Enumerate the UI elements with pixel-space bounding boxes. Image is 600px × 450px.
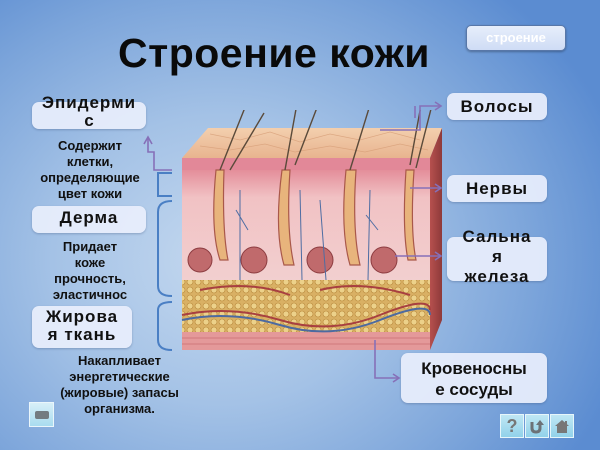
blood-vessels-label[interactable]: Кровеносны е сосуды bbox=[401, 353, 547, 403]
desc-line: эластичнос bbox=[52, 287, 128, 302]
epidermis-label-overflow: с bbox=[84, 111, 94, 130]
desc-line: Содержит bbox=[58, 138, 122, 153]
desc-line: цвет кожи bbox=[57, 186, 123, 201]
page-title: Строение кожи bbox=[118, 30, 430, 76]
desc-line: клетки, bbox=[66, 154, 114, 169]
sebaceous-line-2: я bbox=[492, 247, 502, 266]
hair-label-text: Волосы bbox=[460, 97, 534, 116]
back-button[interactable] bbox=[525, 414, 549, 438]
nerves-label-text: Нервы bbox=[465, 179, 529, 198]
sebaceous-line-3: железа bbox=[464, 267, 530, 286]
house-icon bbox=[555, 420, 569, 433]
dermis-label-text: Дерма bbox=[59, 208, 119, 227]
fat-tissue-label[interactable]: Жирова я ткань bbox=[32, 306, 132, 348]
sebaceous-line-1: Сальна bbox=[462, 227, 532, 246]
desc-line: (жировые) запасы bbox=[60, 385, 179, 400]
skin-cross-section-image bbox=[181, 110, 442, 350]
fat-tissue-description: Накапливает энергетические (жировые) зап… bbox=[52, 353, 187, 417]
blood-vessels-line-1: Кровеносны bbox=[421, 359, 527, 378]
help-button[interactable]: ? bbox=[500, 414, 524, 438]
fat-tissue-label-overflow: я ткань bbox=[47, 325, 117, 344]
desc-line: Накапливает bbox=[78, 353, 161, 368]
video-button[interactable] bbox=[29, 402, 54, 427]
sebaceous-gland-label[interactable]: Сальна я железа bbox=[447, 228, 547, 286]
desc-line: организма. bbox=[84, 401, 155, 416]
hair-label[interactable]: Волосы bbox=[447, 93, 547, 120]
blood-vessels-line-2: е сосуды bbox=[435, 380, 513, 399]
desc-line: энергетические bbox=[69, 369, 170, 384]
question-icon: ? bbox=[506, 415, 518, 436]
epidermis-label[interactable]: Эпидерми с bbox=[32, 94, 146, 130]
structure-button[interactable]: строение bbox=[466, 25, 566, 51]
epidermis-label-text: Эпидерми bbox=[41, 93, 137, 112]
home-button[interactable] bbox=[550, 414, 574, 438]
dermis-label[interactable]: Дерма bbox=[32, 206, 146, 233]
video-icon bbox=[34, 410, 49, 419]
dermis-description: Придает коже прочность, эластичнос bbox=[40, 239, 140, 303]
desc-line: коже bbox=[74, 255, 106, 270]
epidermis-description: Содержит клетки, определяющие цвет кожи bbox=[28, 138, 152, 202]
fat-tissue-label-text: Жирова bbox=[45, 307, 119, 326]
desc-line: прочность, bbox=[54, 271, 126, 286]
nerves-label[interactable]: Нервы bbox=[447, 175, 547, 202]
desc-line: определяющие bbox=[40, 170, 140, 185]
desc-line: Придает bbox=[62, 239, 118, 254]
return-arrow-icon bbox=[530, 420, 544, 434]
